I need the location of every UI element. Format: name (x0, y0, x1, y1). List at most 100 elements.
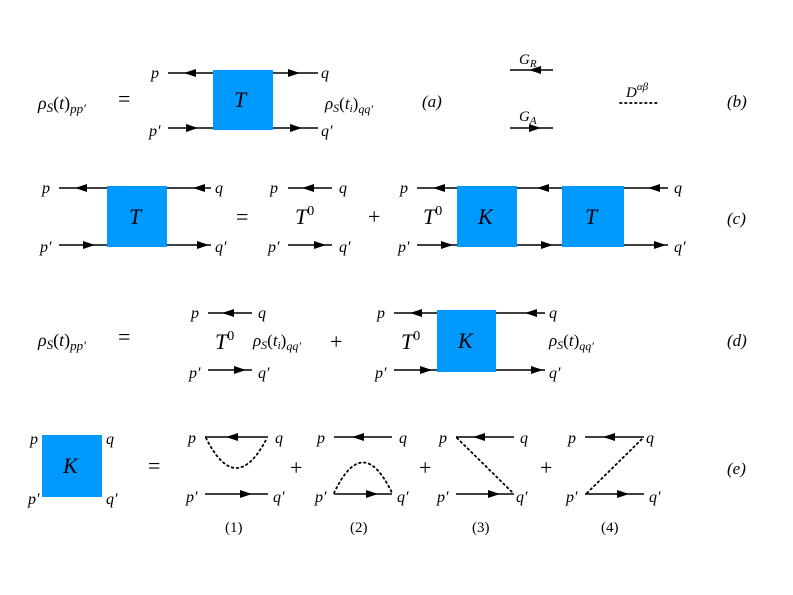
tag-d: (d) (727, 331, 747, 350)
arrow-right-icon (529, 124, 541, 132)
label-p-prime-a: p′ (148, 123, 161, 140)
arrow-right-icon (441, 241, 453, 249)
rho-rhs-a: ρS(ti)qq′ (324, 94, 373, 116)
k-box-c (457, 186, 517, 247)
arrow-right-icon (488, 490, 500, 498)
label-p-prime-e4: p′ (565, 489, 578, 506)
label-q-d1: q (258, 305, 266, 322)
label-p-prime-c2: p′ (267, 239, 280, 256)
k-box-label-c: K (477, 204, 494, 229)
label-q-e1: q (275, 430, 283, 447)
arrow-left-icon (193, 184, 205, 192)
label-p-prime-e0: p′ (27, 491, 40, 508)
label-p-c3: p (399, 180, 408, 197)
label-p-prime-e2: p′ (314, 489, 327, 506)
row-c: p p′ T q q′ = p p′ q q′ T0 + T0 p p′ (39, 180, 746, 256)
label-q-d2: q (549, 305, 557, 322)
label-q-prime-c1: q′ (215, 239, 227, 256)
k-box-label-d: K (457, 328, 474, 353)
label-q-e4: q (646, 430, 654, 447)
t0-c2: T0 (295, 204, 314, 229)
arrow-left-icon (352, 433, 364, 441)
row-d: ρS(t)pp′ = p p′ q q′ T0 ρS(ti)qq′ + p p′… (37, 305, 747, 382)
arrow-left-icon (302, 184, 314, 192)
arrow-left-icon (222, 309, 234, 317)
label-diagram-4: (4) (601, 520, 619, 536)
t0-d1: T0 (215, 329, 234, 354)
plus-e3: + (540, 455, 552, 480)
label-q-prime-c2: q′ (339, 239, 351, 256)
label-p-prime-c3: p′ (397, 239, 410, 256)
label-p-c1: p (41, 180, 50, 197)
tag-b: (b) (727, 92, 747, 111)
arrow-right-icon (654, 241, 666, 249)
photon-diagonal-down (456, 437, 514, 494)
label-p-prime-e1: p′ (185, 489, 198, 506)
arrow-left-icon (226, 433, 238, 441)
label-q-c1: q (215, 180, 223, 197)
g-r-label: GR (519, 52, 537, 70)
equals-d: = (118, 324, 130, 349)
rho-lhs-d: ρS(t)pp′ (37, 330, 86, 353)
label-p-prime-e3: p′ (436, 489, 449, 506)
label-q-c3: q (674, 180, 682, 197)
rho-ti-d: ρS(ti)qq′ (252, 331, 301, 353)
label-q-prime-e3: q′ (516, 489, 528, 506)
label-q-prime-c3: q′ (674, 239, 686, 256)
arrow-right-icon (314, 241, 326, 249)
label-q-e2: q (399, 430, 407, 447)
t-box-c3 (562, 186, 624, 247)
arrow-right-icon (186, 124, 198, 132)
arrow-right-icon (541, 241, 553, 249)
arrow-right-icon (240, 490, 252, 498)
plus-d: + (330, 329, 342, 354)
arrow-right-icon (420, 366, 432, 374)
label-p-e2: p (316, 430, 325, 447)
t-box-label-c1: T (129, 204, 143, 229)
t-box-a (213, 70, 273, 130)
arrow-left-icon (433, 184, 445, 192)
label-q-prime-e0: q′ (106, 491, 118, 508)
label-p-e1: p (187, 430, 196, 447)
label-q-prime-e1: q′ (273, 489, 285, 506)
arrow-left-icon (473, 433, 485, 441)
label-q-e3: q (520, 430, 528, 447)
photon-arc-bottom (205, 437, 268, 469)
label-p-prime-c1: p′ (39, 239, 52, 256)
k-box-e (42, 435, 102, 497)
label-q-e0: q (106, 431, 114, 448)
label-q-prime-d2: q′ (549, 365, 561, 382)
t-box-c1 (107, 186, 167, 247)
photon-arc-top (333, 461, 393, 494)
row-a: ρS(t)pp′ = p p′ T q q′ ρS(ti)qq′ (a) (37, 65, 442, 140)
label-p-e0: p (29, 431, 38, 448)
arrow-left-icon (410, 309, 422, 317)
equals-e: = (148, 453, 160, 478)
arrow-left-icon (288, 69, 300, 77)
tag-a: (a) (422, 92, 442, 111)
d-label: Dαβ (625, 81, 649, 101)
arrow-right-icon (197, 241, 209, 249)
plus-e1: + (290, 455, 302, 480)
t-box-label-a: T (234, 87, 248, 112)
label-p-d2: p (376, 305, 385, 322)
t-box-label-c3: T (585, 204, 599, 229)
equals-a: = (118, 86, 130, 111)
row-b: GR GA Dαβ (b) (510, 52, 747, 132)
label-p-prime-d1: p′ (188, 365, 201, 382)
g-a-label: GA (519, 109, 537, 127)
arrow-left-icon (184, 69, 196, 77)
row-e: p p′ K q q′ = p p′ q q′ (1) + p p′ q q′ … (27, 430, 746, 536)
tag-c: (c) (727, 209, 746, 228)
k-box-d (437, 310, 496, 372)
arrow-left-icon (603, 433, 615, 441)
arrow-right-icon (83, 241, 95, 249)
label-diagram-3: (3) (472, 520, 490, 536)
arrow-left-icon (529, 66, 541, 74)
label-q-prime-d1: q′ (258, 365, 270, 382)
label-p-c2: p (269, 180, 278, 197)
label-q-c2: q (339, 180, 347, 197)
rho-t-d: ρS(t)qq′ (548, 331, 594, 353)
equals-c: = (236, 204, 248, 229)
label-q-prime-a: q′ (321, 123, 333, 140)
